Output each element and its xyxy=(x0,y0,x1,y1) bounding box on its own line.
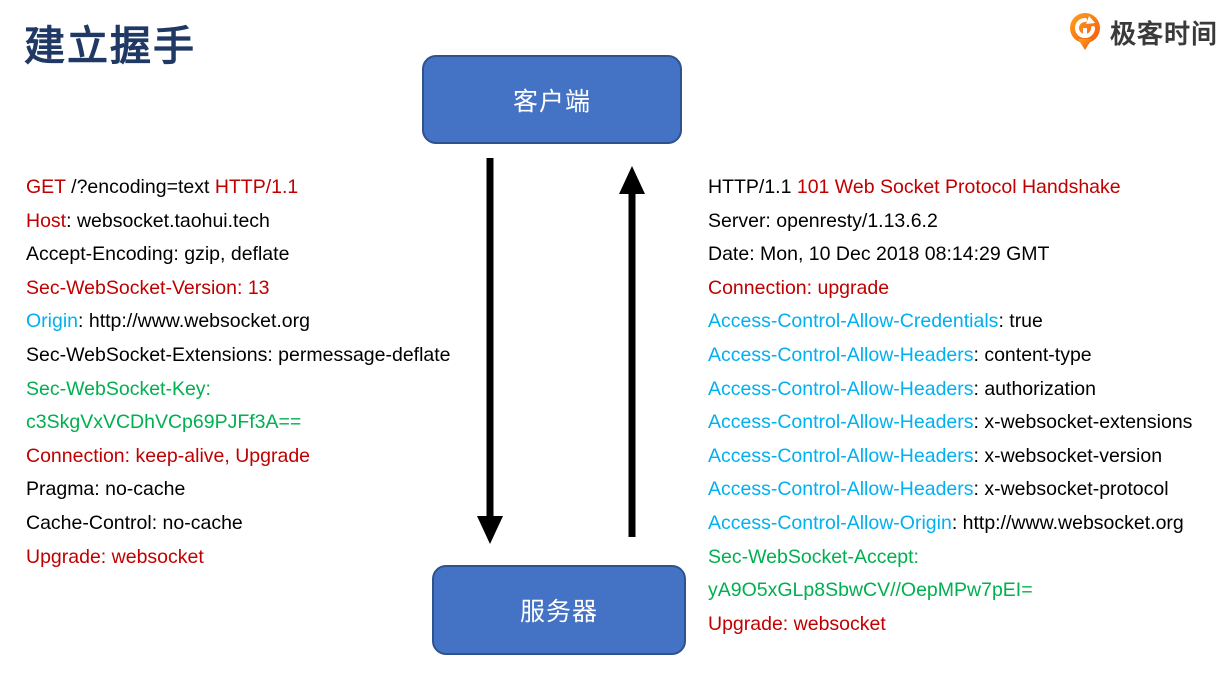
header-line: Accept-Encoding: gzip, deflate xyxy=(26,243,290,266)
response-headers: HTTP/1.1 101 Web Socket Protocol Handsha… xyxy=(708,171,1192,641)
header-line: Access-Control-Allow-Headers: content-ty… xyxy=(708,343,1092,366)
header-line: Connection: upgrade xyxy=(708,276,890,299)
page-title: 建立握手 xyxy=(24,23,196,69)
header-line: Date: Mon, 10 Dec 2018 08:14:29 GMT xyxy=(708,243,1050,266)
header-line: Access-Control-Allow-Headers: x-websocke… xyxy=(708,411,1193,434)
header-line: yA9O5xGLp8SbwCV//OepMPw7pEI= xyxy=(708,579,1033,602)
server-node-label: 服务器 xyxy=(519,598,598,626)
header-line: c3SkgVxVCDhVCp69PJFf3A== xyxy=(26,411,302,434)
header-line: Sec-WebSocket-Extensions: permessage-def… xyxy=(26,343,451,366)
header-line: Upgrade: websocket xyxy=(708,612,886,635)
header-line: Access-Control-Allow-Origin: http://www.… xyxy=(708,511,1184,534)
header-line: Access-Control-Allow-Headers: x-websocke… xyxy=(708,478,1169,501)
geektime-logo-text: 极客时间 xyxy=(1109,18,1218,49)
header-line: Access-Control-Allow-Headers: x-websocke… xyxy=(708,444,1163,467)
geektime-logo: 极客时间 xyxy=(1067,12,1218,52)
server-node: 服务器 xyxy=(432,565,686,655)
header-line: Host: websocket.taohui.tech xyxy=(26,209,270,232)
header-line: Access-Control-Allow-Headers: authorizat… xyxy=(708,377,1096,400)
header-line: Upgrade: websocket xyxy=(26,545,204,568)
header-line: GET /?encoding=text HTTP/1.1 xyxy=(26,176,299,198)
header-line: Connection: keep-alive, Upgrade xyxy=(26,444,311,467)
header-line: Origin: http://www.websocket.org xyxy=(26,310,310,333)
header-line: Sec-WebSocket-Key: xyxy=(26,377,211,400)
header-line: Sec-WebSocket-Accept: xyxy=(708,545,919,568)
client-node-label: 客户端 xyxy=(512,87,591,116)
header-line: Pragma: no-cache xyxy=(26,478,186,501)
header-line: HTTP/1.1 101 Web Socket Protocol Handsha… xyxy=(708,176,1121,198)
header-line: Cache-Control: no-cache xyxy=(26,511,243,534)
client-node: 客户端 xyxy=(422,55,682,144)
header-line: Access-Control-Allow-Credentials: true xyxy=(708,310,1043,333)
header-line: Server: openresty/1.13.6.2 xyxy=(708,209,938,232)
geektime-logo-icon xyxy=(1067,12,1103,52)
header-line: Sec-WebSocket-Version: 13 xyxy=(26,276,270,299)
client-to-server-arrow xyxy=(470,156,510,546)
server-to-client-arrow xyxy=(612,164,652,539)
